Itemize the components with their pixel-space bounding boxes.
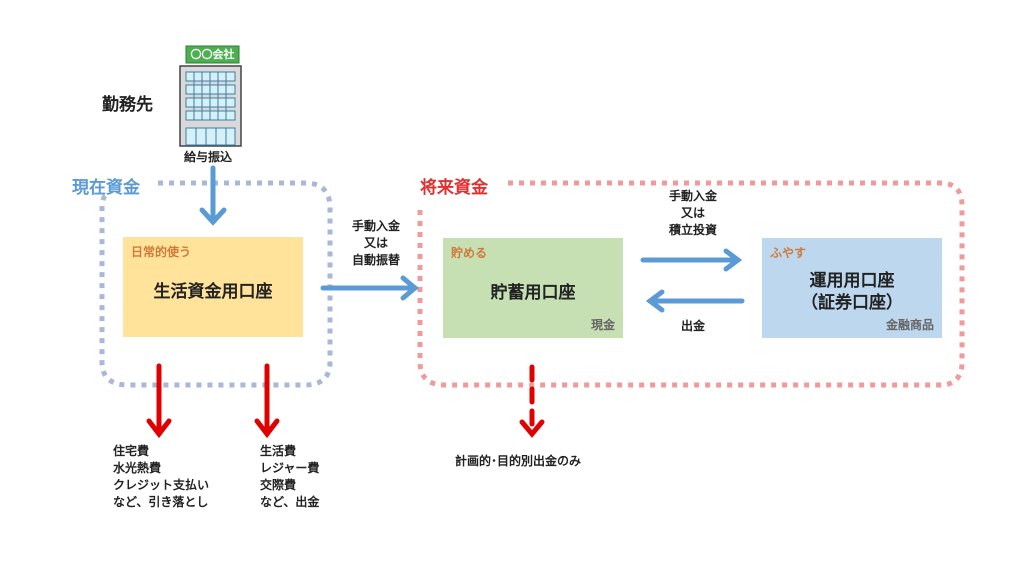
outflow-arrow-2 bbox=[254, 363, 280, 439]
investment-name-2: （証券口座） bbox=[801, 293, 903, 313]
outflow-item: 住宅費 bbox=[113, 444, 150, 458]
transfer-text: 手動入金 又は 自動振替 bbox=[338, 218, 414, 269]
invest-arrow bbox=[640, 248, 743, 272]
savings-account-box: 貯める 貯蓄用口座 現金 bbox=[443, 238, 623, 338]
transfer-line: 又は bbox=[363, 236, 388, 250]
investment-name-1: 運用用口座 bbox=[809, 271, 895, 291]
planned-outflow-arrow bbox=[519, 364, 545, 438]
living-account-box: 日常的使う 生活資金用口座 bbox=[123, 237, 303, 337]
invest-line: 手動入金 bbox=[668, 189, 717, 203]
savings-foot: 現金 bbox=[590, 318, 615, 332]
company-sign: 〇〇会社 bbox=[190, 48, 235, 61]
outflow-item: など、引き落とし bbox=[113, 495, 209, 509]
outflow-list-2: 生活費 レジャー費 交際費 など、出金 bbox=[260, 443, 319, 511]
salary-arrow bbox=[199, 165, 227, 226]
transfer-arrow bbox=[320, 275, 419, 301]
living-account-tag: 日常的使う bbox=[131, 245, 192, 259]
investment-foot: 金融商品 bbox=[885, 318, 934, 332]
investment-tag: ふやす bbox=[770, 246, 807, 260]
outflow-list-1: 住宅費 水光熱費 クレジット支払い など、引き落とし bbox=[113, 443, 209, 511]
building-icon bbox=[179, 45, 242, 147]
outflow-arrow-1 bbox=[146, 363, 172, 439]
savings-tag: 貯める bbox=[451, 246, 488, 260]
outflow-item: 水光熱費 bbox=[113, 461, 162, 475]
outflow-item: クレジット支払い bbox=[113, 478, 210, 492]
transfer-line: 自動振替 bbox=[351, 253, 400, 267]
invest-line: 又は bbox=[680, 206, 705, 220]
future-funds-border bbox=[417, 180, 965, 388]
employer-label: 勤務先 bbox=[102, 95, 153, 115]
salary-label: 給与振込 bbox=[184, 150, 233, 164]
planned-outflow-text: 計画的･目的別出金のみ bbox=[455, 454, 582, 468]
invest-text: 手動入金 又は 積立投資 bbox=[650, 188, 736, 239]
savings-name: 貯蓄用口座 bbox=[490, 283, 576, 303]
living-account-name: 生活資金用口座 bbox=[153, 282, 273, 302]
outflow-item: レジャー費 bbox=[260, 461, 320, 475]
investment-account-box: ふやす 運用用口座 （証券口座） 金融商品 bbox=[762, 238, 942, 338]
outflow-item: 交際費 bbox=[260, 478, 297, 492]
future-funds-title: 将来資金 bbox=[420, 178, 488, 198]
invest-line: 積立投資 bbox=[668, 223, 717, 237]
transfer-line: 手動入金 bbox=[351, 219, 400, 233]
outflow-item: など、出金 bbox=[260, 495, 320, 509]
withdraw-text: 出金 bbox=[680, 319, 705, 333]
current-funds-title: 現在資金 bbox=[72, 178, 140, 198]
withdraw-arrow bbox=[645, 289, 745, 313]
outflow-item: 生活費 bbox=[260, 444, 297, 458]
